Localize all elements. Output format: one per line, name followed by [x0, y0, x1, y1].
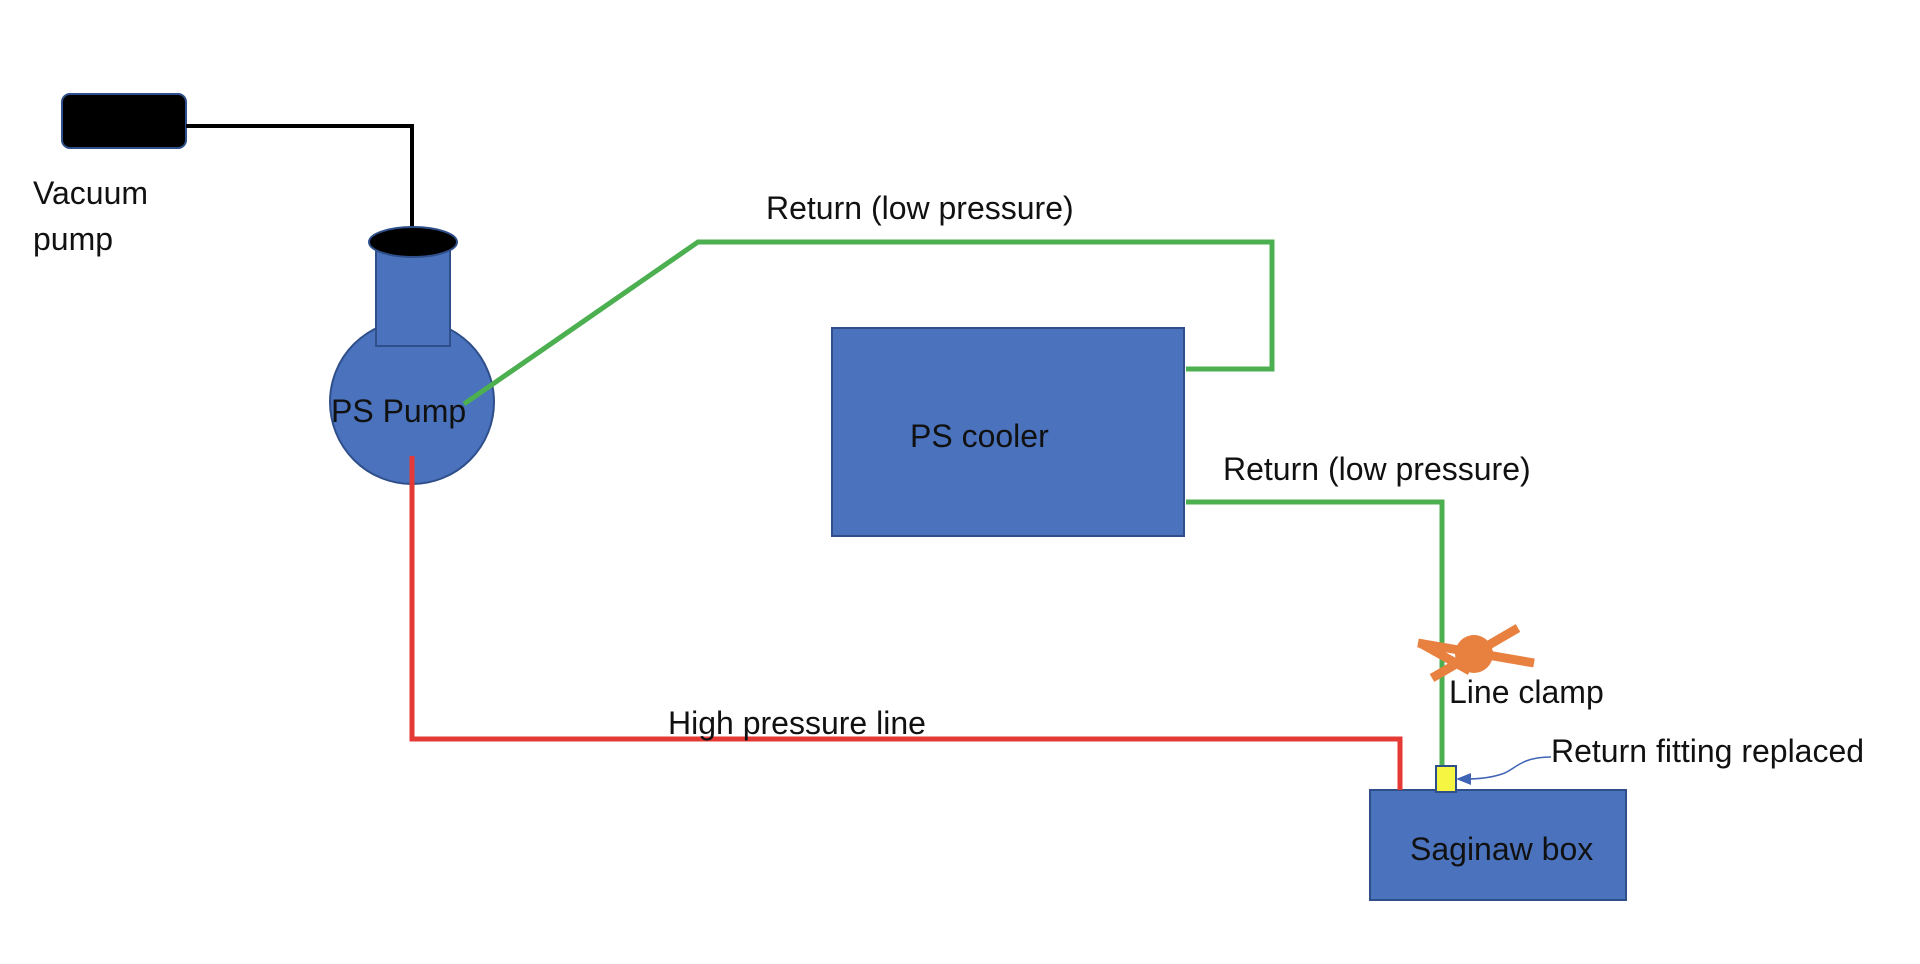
fitting-annotation-arrow: [1456, 756, 1552, 785]
return-line-top: [462, 239, 1275, 407]
vacuum-pump-label: Vacuum pump: [33, 175, 149, 257]
return-top-label: Return (low pressure): [766, 190, 1074, 226]
high-pressure-label: High pressure line: [668, 705, 926, 741]
high-pressure-line: [409, 456, 1403, 790]
ps-cooler-label: PS cooler: [910, 418, 1049, 454]
ps-cooler: [831, 327, 1185, 537]
line-clamp: [1417, 624, 1535, 682]
return-fitting: [1435, 765, 1457, 793]
vacuum-line: [186, 124, 414, 230]
return-fitting-label: Return fitting replaced: [1551, 733, 1865, 769]
saginaw-box-label: Saginaw box: [1410, 831, 1594, 867]
saginaw-box: [1369, 789, 1627, 901]
vacuum-pump: [61, 93, 187, 149]
ps-pump-label: PS Pump: [331, 393, 467, 429]
line-clamp-label: Line clamp: [1449, 674, 1604, 710]
ps-pump-cap: [368, 226, 458, 258]
return-line-mid: [1186, 499, 1445, 766]
return-mid-label: Return (low pressure): [1223, 451, 1531, 487]
